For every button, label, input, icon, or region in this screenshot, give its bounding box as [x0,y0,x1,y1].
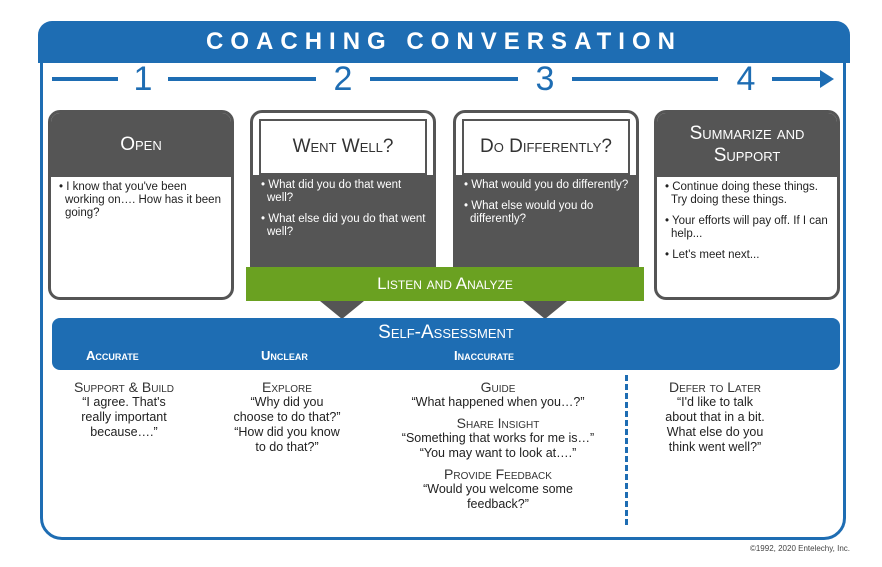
card-bullet: • What would you do differently? [464,179,629,191]
timeline-segment [370,77,518,81]
card-bullet: • Your efforts will pay off. If I can he… [665,215,828,240]
response-line: “I'd like to talk [676,395,754,409]
response-heading: Explore [262,379,312,395]
response-line: about that in a bit. [665,410,765,424]
step-number-2: 2 [333,60,353,98]
card-open-body: • I know that you've been working on…. H… [51,177,231,220]
card-bullet: • Let's meet next... [665,249,760,261]
response-line: think went well?” [668,440,762,454]
diagram-title: COACHING CONVERSATION [38,21,850,63]
card-do-differently-title: Do Differently? [462,119,630,175]
timeline-segment [772,77,822,81]
card-summarize-support: Summarize and Support • Continue doing t… [654,110,840,300]
response-line: “What happened when you…?” [411,395,585,409]
timeline-arrow-icon [820,70,834,88]
response-line: feedback?” [467,497,529,511]
step-number-4: 4 [736,60,756,98]
response-defer-later: Defer to Later “I'd like to talk about t… [640,378,790,455]
response-line: “I agree. That's [82,395,166,409]
self-assessment-title: Self-Assessment [378,322,514,343]
timeline-segment [572,77,718,81]
timeline-segment [168,77,316,81]
card-summarize-support-title: Summarize and Support [657,113,837,177]
self-assessment-bar: Self-Assessment Accurate Unclear Inaccur… [52,318,840,370]
card-bullet: • What did you do that went well? [261,179,402,204]
copyright-text: ©1992, 2020 Entelechy, Inc. [749,544,850,553]
card-open: Open • I know that you've been working o… [48,110,234,300]
card-open-title: Open [51,113,231,177]
response-line: “How did you know [234,425,340,439]
timeline-segment [52,77,118,81]
response-line: “Something that works for me is…” [401,431,595,445]
label-unclear: Unclear [261,348,308,363]
step-number-3: 3 [535,60,555,98]
response-heading: Provide Feedback [444,466,552,482]
response-line: What else do you [666,425,764,439]
response-heading: Defer to Later [669,379,761,395]
card-summarize-support-body: • Continue doing these things. Try doing… [657,177,837,262]
response-support-build: Support & Build “I agree. That's really … [54,378,194,440]
label-inaccurate: Inaccurate [454,348,514,363]
response-heading: Guide [480,379,516,395]
response-line: to do that?” [255,440,319,454]
label-accurate: Accurate [86,348,139,363]
pointer-triangle-icon [523,301,567,319]
response-line: “You may want to look at….” [419,446,577,460]
dashed-divider [625,375,628,525]
response-heading: Support & Build [73,379,175,395]
response-line: “Why did you [250,395,324,409]
listen-analyze-banner: Listen and Analyze [246,267,644,301]
response-inaccurate-group: Guide “What happened when you…?” Share I… [380,378,616,512]
card-bullet: • What else did you do that went well? [261,213,426,238]
card-went-well-title: Went Well? [259,119,427,175]
card-bullet: • Continue doing these things. Try doing… [665,181,819,206]
response-line: “Would you welcome some [423,482,573,496]
response-line: because….” [90,425,158,439]
card-bullet: • I know that you've been working on…. H… [59,181,221,219]
response-line: choose to do that?” [233,410,341,424]
step-number-1: 1 [133,60,153,98]
pointer-triangle-icon [320,301,364,319]
card-bullet: • What else would you do differently? [464,200,594,225]
response-explore: Explore “Why did you choose to do that?”… [222,378,352,455]
response-heading: Share Insight [456,415,540,431]
response-line: really important [81,410,167,424]
